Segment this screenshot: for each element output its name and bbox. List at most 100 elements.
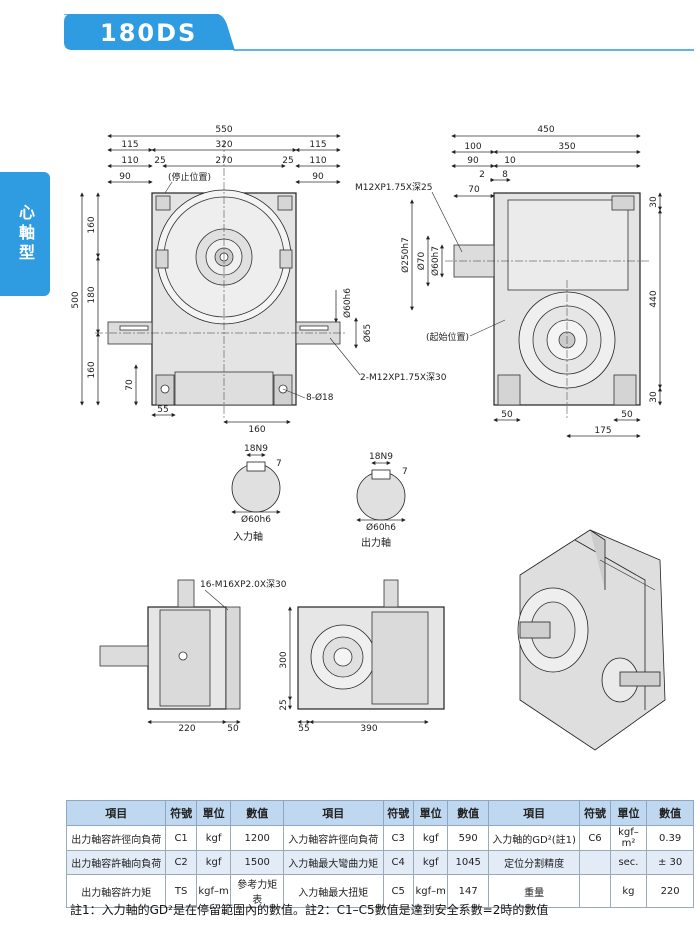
side-dim-2: 2: [479, 170, 485, 180]
side-dim-250h7: Ø250h7: [400, 237, 411, 273]
dim-110a: 110: [121, 156, 138, 166]
output-dia-label: Ø60h6: [366, 522, 396, 533]
input-depth-label: 7: [276, 459, 282, 469]
side-dim-350: 350: [558, 142, 575, 152]
dim-25b: 25: [282, 156, 293, 166]
cell: C5: [382, 874, 414, 908]
dim-160a: 160: [87, 216, 97, 233]
side-dim-30a: 30: [649, 196, 659, 208]
cell: 0.39: [646, 825, 694, 851]
cell: TS: [165, 874, 197, 908]
cell: 出力軸容許徑向負荷: [65, 825, 167, 851]
cell: kgf: [412, 850, 449, 875]
cell: 1500: [230, 850, 285, 875]
bottom-dim-55: 55: [298, 724, 309, 734]
side-dim-450: 450: [537, 125, 554, 135]
table-row: 出力軸容許軸向負荷 C2 kgf 1500 入力軸最大彎曲力矩 C4 kgf 1…: [65, 850, 694, 875]
cell: 定位分割精度: [487, 850, 581, 875]
stop-position-label: (停止位置): [168, 171, 211, 183]
dim-270: 270: [215, 156, 232, 166]
shaft-sections: [231, 453, 406, 522]
output-shaft-label: 出力軸: [361, 536, 391, 549]
side-view: [410, 134, 662, 438]
bottom-dim-390: 390: [360, 724, 377, 734]
th-item-3: 項目: [487, 800, 581, 826]
side-dim-70: 70: [468, 185, 480, 195]
dim-70: 70: [125, 379, 135, 391]
side-tab-label: 心軸型: [16, 204, 35, 264]
tap-label: 2-M12XP1.75X深30: [360, 372, 447, 383]
side-dim-50a: 50: [501, 410, 513, 420]
side-tab: 心軸型: [0, 172, 50, 296]
table-row: 出力軸容許徑向負荷 C1 kgf 1200 入力軸容許徑向負荷 C3 kgf 5…: [65, 825, 694, 851]
dim-115a: 115: [121, 140, 138, 150]
side-dim-100: 100: [464, 142, 481, 152]
cell: C3: [382, 825, 414, 851]
cell: kgf: [195, 850, 232, 875]
th-symbol-2: 符號: [382, 800, 414, 826]
cell: kgf: [195, 825, 232, 851]
th-symbol-1: 符號: [165, 800, 197, 826]
start-position-label: (起始位置): [426, 331, 469, 343]
cell: [579, 850, 611, 875]
cell: ± 30: [646, 850, 694, 875]
cell: kgf–m: [195, 874, 232, 908]
isometric-view: [517, 529, 666, 751]
dim-90b: 90: [312, 172, 324, 182]
input-shaft-label: 入力軸: [233, 530, 263, 543]
dim-160b: 160: [87, 361, 97, 378]
cell: 重量: [487, 874, 581, 908]
side-dim-90: 90: [467, 156, 479, 166]
side-dim-8: 8: [502, 170, 508, 180]
header-banner: [64, 14, 694, 51]
cell: 入力軸最大彎曲力矩: [283, 850, 384, 875]
spec-table: 項目 符號 單位 數值 項目 符號 單位 數值 項目 符號 單位 數值 出力軸容…: [65, 800, 694, 908]
th-item-2: 項目: [283, 800, 384, 826]
cell: 出力軸容許軸向負荷: [65, 850, 167, 875]
side-dim-50b: 50: [621, 410, 633, 420]
dim-180: 180: [87, 286, 97, 303]
dim-90a: 90: [119, 172, 131, 182]
cell: kgf–m: [412, 874, 449, 908]
th-symbol-3: 符號: [579, 800, 611, 826]
bottom-dim-220: 220: [178, 724, 195, 734]
spec-table-wrap: 項目 符號 單位 數值 項目 符號 單位 數值 項目 符號 單位 數值 出力軸容…: [65, 800, 694, 908]
cell: C6: [579, 825, 611, 851]
cell: C4: [382, 850, 414, 875]
dim-160c: 160: [248, 425, 265, 435]
cell: kgf: [412, 825, 449, 851]
dim-25a: 25: [154, 156, 165, 166]
cell: 1200: [230, 825, 285, 851]
dim-320: 320: [215, 140, 232, 150]
cell: 入力軸最大扭矩: [283, 874, 384, 908]
th-value-1: 數值: [230, 800, 285, 826]
input-key-label: 18N9: [244, 444, 268, 454]
side-dim-70d: Ø70: [416, 251, 427, 270]
side-dim-175: 175: [594, 426, 611, 436]
cell: C2: [165, 850, 197, 875]
th-unit-1: 單位: [195, 800, 232, 826]
input-dia-label: Ø60h6: [241, 514, 271, 525]
bottom-views: [99, 579, 445, 724]
dim-55: 55: [157, 405, 168, 415]
drawing: 550 115 320 115 110 25 270 25 110 90 90 …: [71, 125, 666, 751]
cell: 參考力矩表: [230, 874, 285, 908]
dim-110b: 110: [309, 156, 326, 166]
bottom-tap-label: 16-M16XP2.0X深30: [200, 579, 287, 590]
dim-65: Ø65: [362, 324, 373, 343]
cell: 590: [447, 825, 489, 851]
side-dim-30b: 30: [649, 391, 659, 403]
dim-550: 550: [215, 125, 232, 135]
th-value-2: 數值: [447, 800, 489, 826]
side-dim-60h7: Ø60h7: [430, 246, 441, 276]
table-header-row: 項目 符號 單位 數值 項目 符號 單位 數值 項目 符號 單位 數值: [65, 800, 694, 826]
th-value-3: 數值: [646, 800, 694, 826]
dim-115b: 115: [309, 140, 326, 150]
cell: 1045: [447, 850, 489, 875]
dim-500: 500: [71, 291, 81, 308]
cell: kgf–m²: [609, 825, 648, 851]
cell: [579, 874, 611, 908]
output-depth-label: 7: [402, 467, 408, 477]
holes-label: 8-Ø18: [306, 392, 334, 403]
cell: kg: [609, 874, 648, 908]
